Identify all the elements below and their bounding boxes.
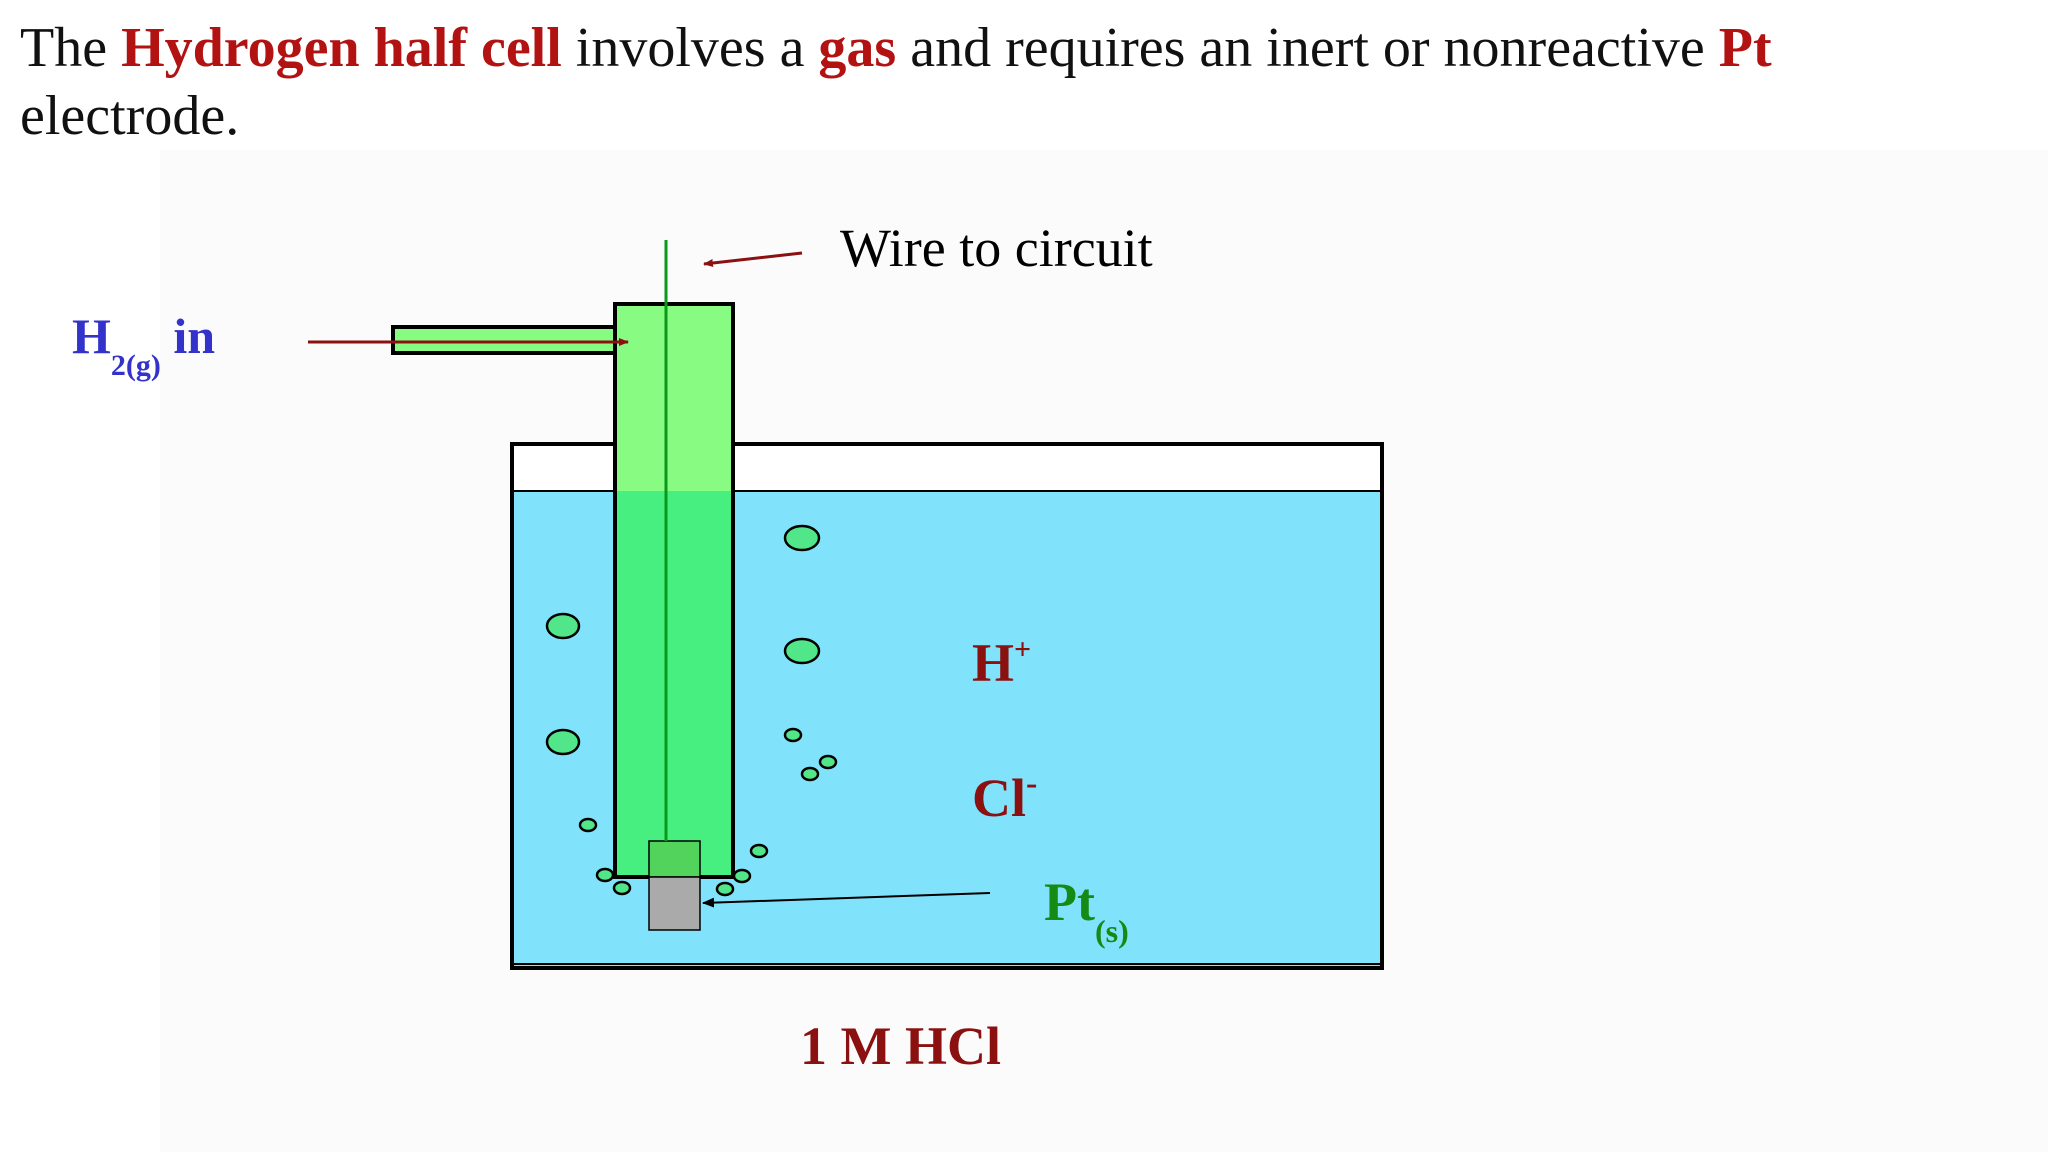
chloride-ion-label: Cl- bbox=[972, 765, 1038, 836]
platinum-state-subscript: (s) bbox=[1094, 913, 1129, 949]
heading-highlight-gas: gas bbox=[818, 17, 897, 79]
h2-in-text: in bbox=[160, 308, 216, 364]
wire-arrow bbox=[703, 251, 803, 267]
beaker-outline bbox=[510, 442, 1384, 970]
heading-highlight-pt: Pt bbox=[1718, 17, 1772, 79]
h2-gas-in-label: H2(g) in bbox=[72, 306, 216, 382]
hydrogen-ion-charge: + bbox=[1014, 633, 1032, 666]
heading-text-2: involves a bbox=[561, 17, 819, 79]
bubble bbox=[578, 817, 598, 833]
chloride-ion-symbol: Cl bbox=[972, 768, 1026, 828]
hydrogen-ion-symbol: H bbox=[972, 633, 1015, 693]
platinum-electrode bbox=[648, 876, 701, 931]
bubble bbox=[818, 754, 838, 770]
bubble bbox=[595, 867, 615, 883]
electrode-holder bbox=[648, 840, 701, 878]
slide-heading: The Hydrogen half cell involves a gas an… bbox=[20, 14, 1980, 150]
bubble bbox=[612, 880, 632, 896]
solution-label: 1 M HCl bbox=[800, 1016, 1001, 1076]
hydrogen-ion-label: H+ bbox=[972, 633, 1031, 702]
bubble bbox=[783, 637, 821, 665]
h2-subscript: 2(g) bbox=[110, 349, 161, 382]
bubble bbox=[749, 843, 769, 859]
h2-symbol: H bbox=[72, 308, 111, 364]
glass-tube-upper bbox=[615, 304, 733, 491]
bubble bbox=[783, 524, 821, 552]
glass-tube-submerged bbox=[615, 491, 733, 877]
hydrogen-bubbles bbox=[545, 524, 838, 897]
gas-inlet-tube bbox=[391, 325, 617, 355]
heading-text-3: and requires an inert or nonreactive bbox=[896, 17, 1719, 79]
bubble bbox=[783, 727, 803, 743]
bubble bbox=[732, 868, 752, 884]
bubble bbox=[715, 881, 735, 897]
platinum-symbol: Pt bbox=[1044, 872, 1095, 932]
bubble bbox=[545, 612, 581, 640]
heading-text-4: electrode. bbox=[20, 85, 240, 147]
wire-label: Wire to circuit bbox=[840, 218, 1153, 278]
bubble bbox=[545, 728, 581, 756]
bubble bbox=[800, 766, 820, 782]
platinum-label: Pt(s) bbox=[1044, 872, 1129, 949]
chloride-ion-charge: - bbox=[1026, 765, 1038, 802]
heading-text-1: The bbox=[20, 17, 122, 79]
heading-highlight-hydrogen-half-cell: Hydrogen half cell bbox=[121, 17, 562, 79]
platinum-pointer-arrow bbox=[702, 892, 991, 908]
